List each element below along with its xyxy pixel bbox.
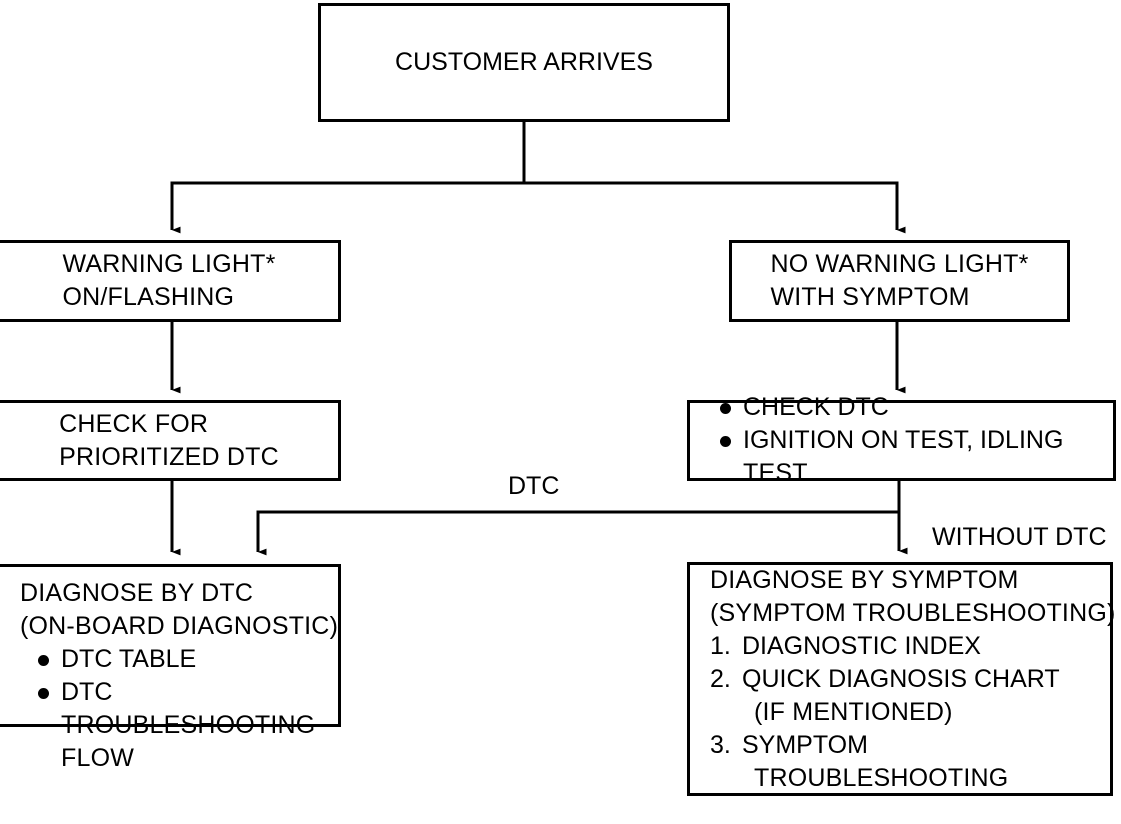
node-no-warning-light-line2: WITH SYMPTOM: [770, 283, 970, 311]
node-diagnose-by-dtc-bullet-2-label: DTC: [61, 678, 113, 706]
node-check-dtc-bullet-2: IGNITION ON TEST, IDLING: [720, 424, 1063, 457]
node-check-prioritized-dtc-line2: PRIORITIZED DTC: [59, 442, 279, 471]
bullet-dot-icon: [720, 436, 731, 447]
node-diagnose-by-symptom-item-1-label: DIAGNOSTIC INDEX: [742, 631, 981, 660]
node-diagnose-by-symptom-item-3-label: SYMPTOM: [742, 730, 868, 759]
node-check-prioritized-dtc[interactable]: CHECK FOR PRIORITIZED DTC: [0, 400, 341, 481]
bullet-dot-icon: [720, 403, 731, 414]
node-diagnose-by-dtc-bullet-2-cont2: FLOW: [61, 744, 135, 772]
node-warning-light[interactable]: WARNING LIGHT* ON/FLASHING: [0, 240, 341, 322]
node-diagnose-by-symptom-item-3-continuation: TROUBLESHOOTING: [754, 763, 1009, 792]
node-check-dtc-bullet-1: CHECK DTC: [720, 391, 889, 424]
node-diagnose-by-symptom-item-2: 2. QUICK DIAGNOSIS CHART: [710, 663, 1060, 696]
node-diagnose-by-dtc-bullet-2: DTC: [20, 676, 112, 709]
node-diagnose-by-symptom-item-3-number: 3.: [710, 730, 731, 759]
node-diagnose-by-symptom[interactable]: DIAGNOSE BY SYMPTOM (SYMPTOM TROUBLESHOO…: [687, 562, 1116, 796]
edge-label-dtc: DTC: [508, 472, 560, 500]
node-diagnose-by-symptom-item-2-label: QUICK DIAGNOSIS CHART: [742, 664, 1060, 693]
node-diagnose-by-symptom-line1: DIAGNOSE BY SYMPTOM: [710, 565, 1019, 594]
node-check-dtc[interactable]: CHECK DTC IGNITION ON TEST, IDLING TEST: [687, 393, 1116, 487]
node-check-dtc-bullet-2-label: IGNITION ON TEST, IDLING: [743, 426, 1064, 454]
node-diagnose-by-dtc-bullet-2-cont1: TROUBLESHOOTING: [61, 711, 316, 739]
node-check-prioritized-dtc-line1: CHECK FOR: [59, 409, 209, 438]
node-diagnose-by-symptom-line2: (SYMPTOM TROUBLESHOOTING): [710, 598, 1116, 627]
node-diagnose-by-dtc-bullet-1: DTC TABLE: [20, 643, 196, 676]
bullet-dot-icon: [38, 688, 49, 699]
node-customer-arrives[interactable]: CUSTOMER ARRIVES: [318, 3, 730, 122]
node-diagnose-by-symptom-item-1: 1. DIAGNOSTIC INDEX: [710, 630, 981, 663]
bullet-dot-icon: [38, 655, 49, 666]
node-check-dtc-bullet-2-continuation: TEST: [743, 459, 808, 487]
node-diagnose-by-dtc-line2: (ON-BOARD DIAGNOSTIC): [20, 612, 339, 640]
edge-label-without-dtc: WITHOUT DTC: [932, 523, 1107, 551]
node-diagnose-by-dtc-bullet-1-label: DTC TABLE: [61, 645, 197, 673]
node-diagnose-by-dtc[interactable]: DIAGNOSE BY DTC (ON-BOARD DIAGNOSTIC) DT…: [0, 564, 341, 772]
node-diagnose-by-symptom-item-2-number: 2.: [710, 664, 731, 693]
node-no-warning-light[interactable]: NO WARNING LIGHT* WITH SYMPTOM: [729, 240, 1070, 322]
node-warning-light-line1: WARNING LIGHT*: [62, 250, 276, 278]
node-warning-light-line2: ON/FLASHING: [62, 283, 235, 311]
node-diagnose-by-symptom-item-3: 3. SYMPTOM: [710, 729, 868, 762]
node-customer-arrives-label: CUSTOMER ARRIVES: [395, 48, 653, 76]
node-check-dtc-bullet-1-label: CHECK DTC: [743, 393, 889, 421]
footnote: *: INDICATOR LIGHTS AND WARNING LIGHTS T…: [6, 761, 518, 824]
node-diagnose-by-symptom-item-2-continuation: (IF MENTIONED): [754, 697, 953, 726]
node-diagnose-by-symptom-item-1-number: 1.: [710, 631, 731, 660]
node-diagnose-by-dtc-line1: DIAGNOSE BY DTC: [20, 579, 254, 607]
node-no-warning-light-line1: NO WARNING LIGHT*: [770, 250, 1029, 278]
